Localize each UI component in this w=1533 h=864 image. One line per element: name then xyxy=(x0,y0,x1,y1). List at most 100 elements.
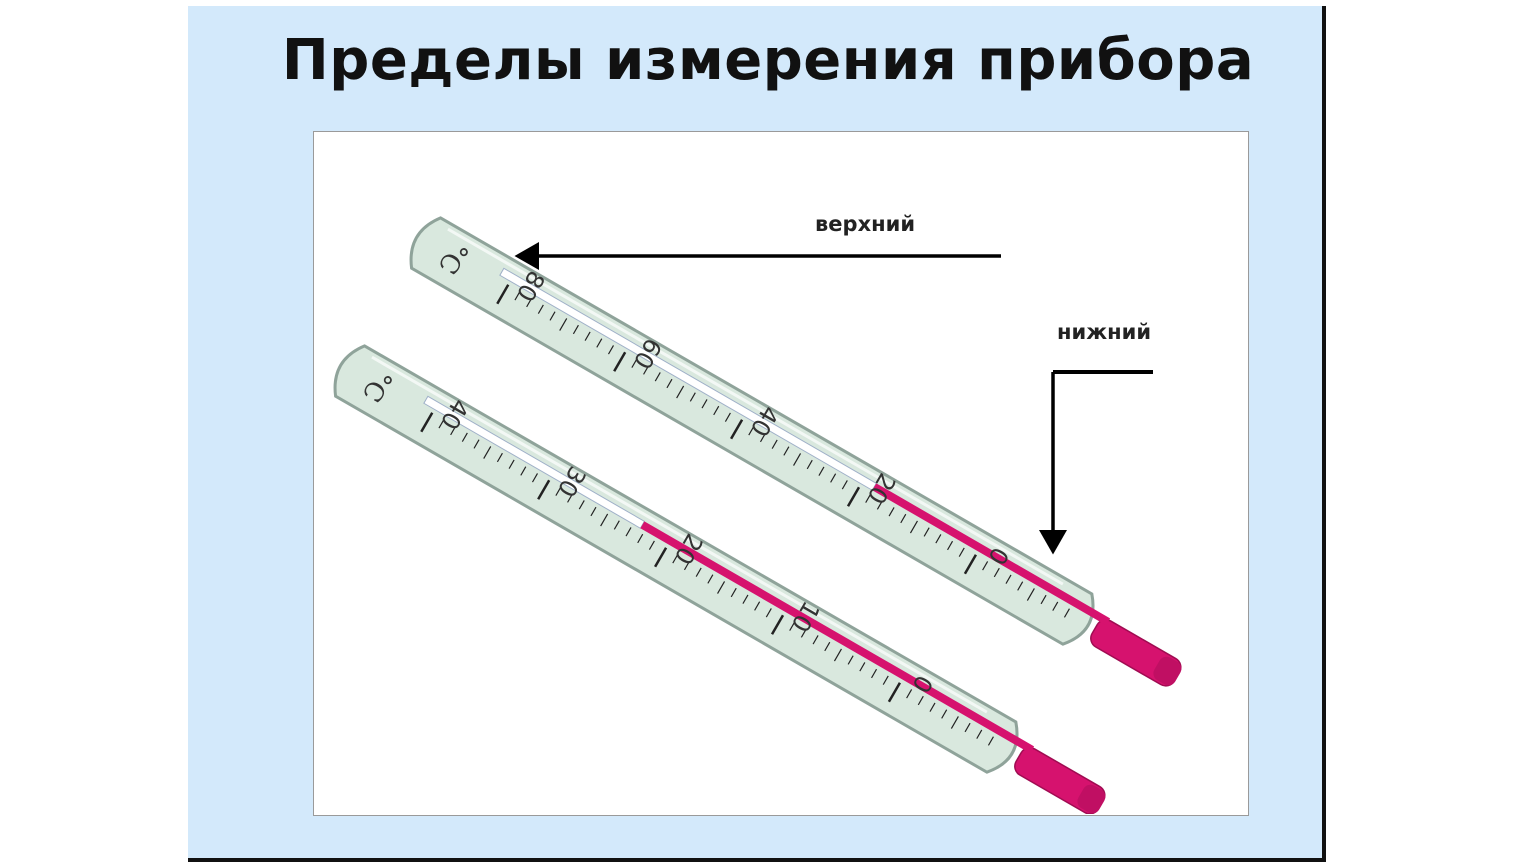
thermometer-lower-liquid xyxy=(640,521,1035,754)
thermometer-lower-minor-tick xyxy=(987,736,994,746)
thermometer-lower-minor-tick xyxy=(496,452,503,463)
thermometer-upper-minor-tick xyxy=(923,527,930,537)
thermometer-upper-minor-tick xyxy=(982,561,989,571)
thermometer-lower-minor-tick xyxy=(637,533,644,544)
thermometer-upper-minor-tick xyxy=(666,378,673,389)
thermometer-lower-minor-tick xyxy=(976,729,983,739)
thermometer-lower-minor-tick xyxy=(483,446,492,459)
thermometer-lower-minor-tick xyxy=(590,506,597,517)
thermometer-upper-minor-tick xyxy=(793,453,802,466)
thermometer-lower-minor-tick xyxy=(964,722,971,733)
thermometer-upper-minor-tick xyxy=(1052,601,1059,611)
thermometer-upper-minor-tick xyxy=(865,493,872,503)
thermometer-lower-minor-tick xyxy=(461,432,468,442)
thermometer-lower-minor-tick xyxy=(859,662,866,672)
thermometer-upper-minor-tick xyxy=(1063,608,1070,618)
thermometer-lower-minor-tick xyxy=(683,560,690,571)
upper-limit-label: верхний xyxy=(815,212,916,236)
thermometer-lower-minor-tick xyxy=(824,641,831,652)
thermometer-upper-minor-tick xyxy=(1040,594,1047,605)
thermometer-upper-minor-tick xyxy=(900,513,907,524)
thermometer-upper-minor-tick xyxy=(537,304,544,314)
thermometer-lower-minor-tick xyxy=(812,635,819,645)
thermometer-lower-minor-tick xyxy=(941,709,948,719)
thermometer-lower-minor-tick xyxy=(600,513,609,527)
thermometer-lower-major-tick xyxy=(654,547,668,568)
thermometer-upper-minor-tick xyxy=(689,392,696,402)
thermometer-lower-minor-tick xyxy=(672,554,679,564)
thermometer-upper-minor-tick xyxy=(806,459,813,470)
thermometer-lower-minor-tick xyxy=(473,439,480,449)
thermometer-upper-minor-tick xyxy=(526,297,533,308)
thermometer-upper-major-tick xyxy=(730,419,744,440)
thermometer-upper-minor-tick xyxy=(676,385,685,399)
thermometer-upper-minor-tick xyxy=(783,446,790,456)
thermometer-upper-scale xyxy=(496,284,1070,618)
slide-title: Пределы измерения прибора xyxy=(281,28,1255,93)
thermometer-lower-minor-tick xyxy=(717,581,726,594)
thermometer-lower-minor-tick xyxy=(871,668,878,679)
thermometer-upper-bulb xyxy=(1090,618,1182,687)
thermometer-lower-minor-tick xyxy=(695,567,702,577)
thermometer-lower-major-tick xyxy=(537,479,551,500)
thermometer-upper-minor-tick xyxy=(748,426,755,436)
thermometer-upper-minor-tick xyxy=(514,291,521,301)
thermometer-lower-minor-tick xyxy=(800,628,807,638)
thermometer-upper-minor-tick xyxy=(643,365,650,375)
thermometer-upper-major-tick xyxy=(963,554,977,575)
thermometer-upper-minor-tick xyxy=(1017,581,1024,591)
lower-limit-arrow xyxy=(1039,370,1153,555)
thermometer-upper-liquid xyxy=(872,483,1111,626)
thermometer-upper-minor-tick xyxy=(841,480,848,490)
thermometer-lower-minor-tick xyxy=(906,689,913,699)
thermometer-upper-minor-tick xyxy=(584,331,591,341)
thermometer-lower-major-tick xyxy=(887,682,901,703)
thermometer-upper-minor-tick xyxy=(596,338,603,348)
thermometer-upper-minor-tick xyxy=(559,318,568,331)
lower-limit-label: нижний xyxy=(1057,320,1152,344)
thermometer-upper-minor-tick xyxy=(572,324,579,335)
thermometer-upper-minor-tick xyxy=(549,311,556,321)
thermometer-upper-minor-tick xyxy=(1005,574,1012,584)
thermometer-upper-minor-tick xyxy=(607,345,615,355)
thermometer-lower-minor-tick xyxy=(520,466,527,476)
thermometer-lower-minor-tick xyxy=(917,695,924,706)
thermometer-lower-minor-tick xyxy=(929,702,936,712)
thermometer-lower-major-tick xyxy=(420,412,434,433)
thermometer-upper-minor-tick xyxy=(935,534,942,544)
thermometer-upper-major-tick xyxy=(613,351,627,372)
thermometer-upper-minor-tick xyxy=(701,399,708,409)
thermometer-lower-minor-tick xyxy=(765,608,772,618)
thermometer-lower-minor-tick xyxy=(578,500,585,510)
thermometer-lower-minor-tick xyxy=(567,493,574,503)
thermometer-upper-minor-tick xyxy=(759,432,766,443)
thermometer-upper-minor-tick xyxy=(958,547,965,557)
thermometer-upper-minor-tick xyxy=(654,372,661,382)
thermometer-upper-major-tick xyxy=(496,284,510,305)
thermometer-lower-minor-tick xyxy=(847,655,854,665)
thermometer-lower-major-tick xyxy=(770,614,785,635)
thermometer-upper-minor-tick xyxy=(1026,588,1035,601)
thermometer-lower-minor-tick xyxy=(882,675,889,685)
thermometer-lower-minor-tick xyxy=(789,621,796,631)
thermometer-lower-minor-tick xyxy=(707,574,714,584)
thermometer-lower-minor-tick xyxy=(950,716,959,729)
thermometer-lower-minor-tick xyxy=(625,527,632,537)
thermometer-lower-minor-tick xyxy=(438,419,445,429)
thermometer-lower-minor-tick xyxy=(730,587,737,598)
thermometer-upper-minor-tick xyxy=(888,507,895,517)
thermometer-upper-minor-tick xyxy=(631,358,638,368)
thermometer-lower-minor-tick xyxy=(450,425,457,436)
thermometer-lower-minor-tick xyxy=(833,648,842,662)
thermometer-upper-minor-tick xyxy=(947,540,954,551)
thermometer-upper-minor-tick xyxy=(909,520,918,534)
thermometer-lower-minor-tick xyxy=(754,601,761,611)
slide-border-right xyxy=(1322,6,1326,862)
thermometer-lower-minor-tick xyxy=(508,459,515,469)
thermometer-upper-minor-tick xyxy=(876,500,883,510)
thermometer-upper-minor-tick xyxy=(993,567,1000,578)
thermometer-upper-major-tick xyxy=(846,486,861,507)
